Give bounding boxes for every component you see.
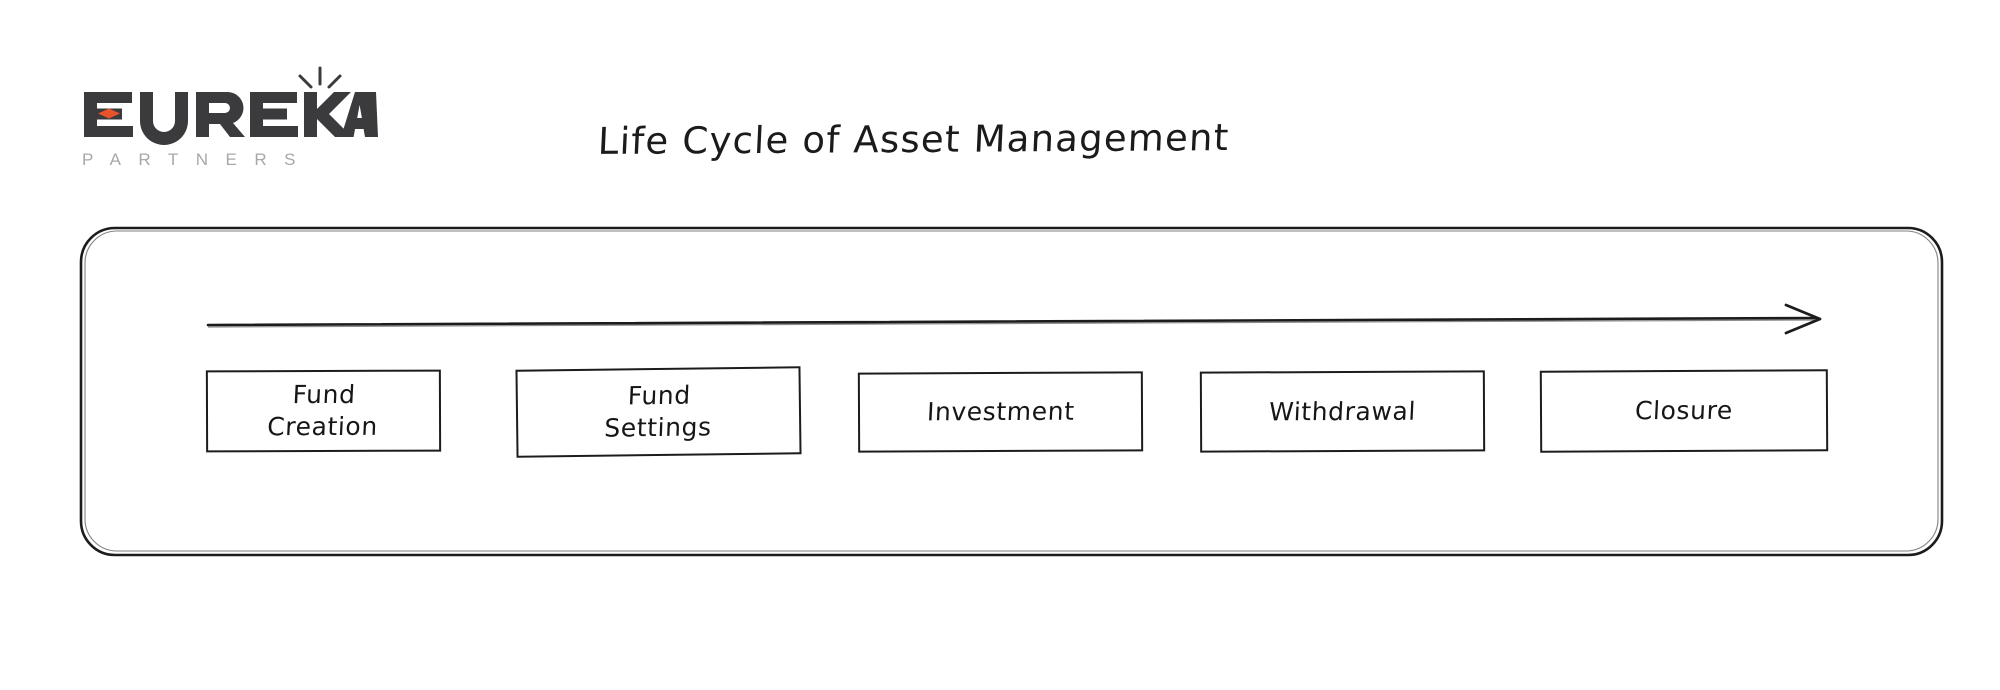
step-label-fund-settings: Fund Settings: [603, 380, 713, 443]
step-box-fund-creation[interactable]: Fund Creation: [205, 369, 442, 453]
step-box-withdrawal[interactable]: Withdrawal: [1199, 370, 1486, 453]
step-box-fund-settings[interactable]: Fund Settings: [515, 366, 802, 458]
step-box-closure[interactable]: Closure: [1539, 369, 1829, 453]
flow-direction-arrow: [206, 303, 1822, 335]
step-label-investment: Investment: [926, 396, 1076, 427]
step-label-withdrawal: Withdrawal: [1268, 396, 1417, 426]
arrowhead-icon: [1784, 303, 1822, 335]
diagram-container-frame: [79, 226, 1944, 557]
step-box-investment[interactable]: Investment: [857, 371, 1144, 453]
idea-burst-icon: [298, 66, 342, 89]
brand-logo: PARTNERS: [78, 66, 378, 172]
diamond-icon-dark: [264, 108, 286, 119]
diamond-icon-accent: [98, 108, 120, 119]
step-label-closure: Closure: [1634, 395, 1734, 426]
step-label-fund-creation: Fund Creation: [266, 379, 379, 442]
brand-tagline: PARTNERS: [82, 150, 314, 169]
eureka-wordmark: [84, 92, 378, 145]
